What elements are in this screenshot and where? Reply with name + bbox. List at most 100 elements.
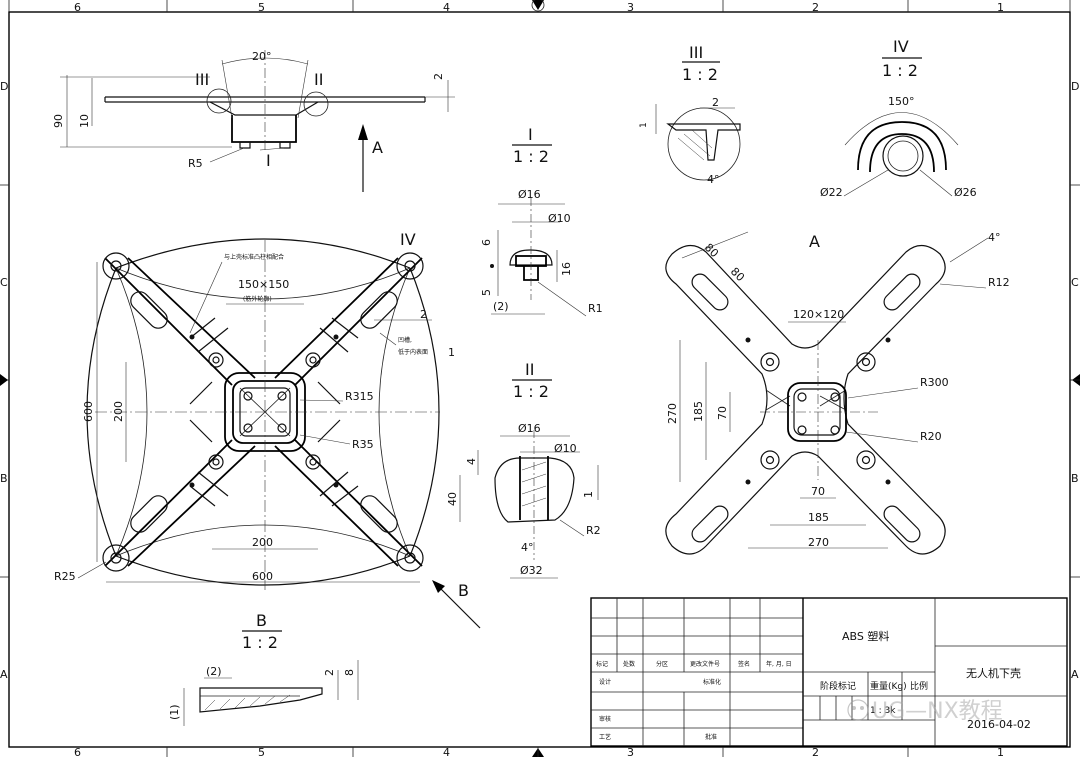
section-b-scale: 1 : 2	[242, 633, 278, 652]
view-a-d270v: 270	[666, 403, 679, 424]
groove-label-2: 低于内表面	[398, 348, 428, 356]
zone-letter: B	[1071, 472, 1079, 485]
detail-callout-iii: III	[195, 70, 209, 89]
detail-i-d10: Ø10	[548, 212, 571, 225]
dim-600-horizontal: 600	[252, 570, 273, 583]
detail-iii-d2: 2	[712, 96, 719, 109]
section-b: B 1 : 2 (2) 2 8 (1)	[168, 611, 359, 726]
detail-ii-scale: 1 : 2	[513, 382, 549, 401]
zone-number: 2	[812, 746, 819, 757]
detail-ii: II 1 : 2 Ø16 Ø10 4 40 1 R2 4° Ø32	[446, 360, 601, 579]
section-b-d8: 8	[343, 669, 356, 676]
dim-200-horizontal: 200	[252, 536, 273, 549]
view-a-d185v: 185	[692, 401, 705, 422]
header-sign: 签名	[738, 660, 750, 668]
zone-number: 3	[627, 1, 634, 14]
zone-letter: D	[1071, 80, 1079, 93]
r35-label: R35	[352, 438, 374, 451]
zone-letter: C	[1071, 276, 1079, 289]
section-b-d2: 2	[323, 669, 336, 676]
view-a-r12: R12	[988, 276, 1010, 289]
title-block: ABS 塑料 无人机下壳 2016-04-02 标记 处数 分区 更改文件号 签…	[590, 597, 1068, 747]
row-check: 审核	[599, 715, 611, 723]
detail-i-d16: Ø16	[518, 188, 541, 201]
note-boss-mating: 与上壳标准凸柱相配合	[224, 253, 284, 261]
detail-iv-d26: Ø26	[954, 186, 977, 199]
view-a-angle: 4°	[988, 231, 1001, 244]
detail-callout-iv: IV	[400, 230, 416, 249]
section-b-d2top: (2)	[206, 665, 222, 678]
detail-i-d5: 5	[480, 289, 493, 296]
view-a-d70h: 70	[811, 485, 825, 498]
detail-iii: III 1 : 2 2 1 4°	[639, 43, 741, 186]
detail-ii-d16: Ø16	[518, 422, 541, 435]
zone-number: 1	[997, 746, 1004, 757]
zone-number: 1	[997, 1, 1004, 14]
zone-number: 5	[258, 746, 265, 757]
dim-200-vertical: 200	[112, 401, 125, 422]
detail-iii-d1: 1	[639, 122, 649, 128]
detail-ii-d1: 1	[582, 491, 595, 498]
detail-ii-r2: R2	[586, 524, 601, 537]
dim-600-vertical: 600	[82, 401, 95, 422]
detail-iii-angle: 4°	[707, 173, 720, 186]
detail-iv-angle: 150°	[888, 95, 915, 108]
top-view: 600 200 600 200 150×150 (筋外轮廓) 与上壳标准凸柱相配…	[54, 230, 481, 629]
detail-ii-d4: 4	[465, 458, 478, 465]
detail-i-d2: (2)	[493, 300, 509, 313]
zone-number: 6	[74, 1, 81, 14]
header-doc: 更改文件号	[690, 660, 720, 668]
detail-iii-scale: 1 : 2	[682, 65, 718, 84]
zone-number: 3	[627, 746, 634, 757]
detail-callout-ii: II	[314, 70, 323, 89]
view-a-d70v: 70	[716, 406, 729, 420]
detail-callout-i: I	[266, 151, 271, 170]
header-zone: 分区	[656, 660, 668, 668]
dim-2-top: 2	[420, 308, 427, 321]
detail-ii-title: II	[525, 360, 534, 379]
material-label: ABS 塑料	[842, 629, 889, 643]
view-a: A 120×120	[665, 231, 1010, 555]
view-b-arrow-label: B	[458, 581, 469, 600]
detail-iv: IV 1 : 2 150° Ø22 Ø26	[820, 37, 977, 199]
r5-label: R5	[188, 157, 203, 170]
dim-90: 90	[52, 114, 65, 128]
part-name: 无人机下壳	[966, 666, 1021, 680]
zone-number: 2	[812, 1, 819, 14]
row-process: 工艺	[599, 733, 611, 741]
zone-letter: A	[0, 668, 8, 681]
side-view: 20° III II I 90 10 2 R5 A	[52, 50, 455, 192]
detail-ii-d32: Ø32	[520, 564, 543, 577]
weight-value: 1 : 3k	[870, 706, 896, 716]
header-count: 处数	[623, 660, 635, 668]
view-a-box: 120×120	[793, 308, 844, 321]
zone-letter: C	[0, 276, 8, 289]
detail-i-d6: 6	[480, 239, 493, 246]
view-a-title: A	[809, 232, 820, 251]
detail-i-scale: 1 : 2	[513, 147, 549, 166]
detail-iv-scale: 1 : 2	[882, 61, 918, 80]
header-mark: 标记	[596, 660, 608, 668]
detail-ii-angle: 4°	[521, 541, 534, 554]
detail-ii-d10: Ø10	[554, 442, 577, 455]
weight-label: 重量(Kg)	[870, 680, 907, 692]
detail-i-d16v: 16	[560, 262, 573, 276]
view-a-d270h: 270	[808, 536, 829, 549]
zone-number: 4	[443, 1, 450, 14]
zone-letter: B	[0, 472, 8, 485]
box-note: (筋外轮廓)	[243, 295, 272, 303]
r315-label: R315	[345, 390, 374, 403]
drawing-date: 2016-04-02	[967, 718, 1031, 731]
view-a-d185h: 185	[808, 511, 829, 524]
detail-i-title: I	[528, 125, 533, 144]
box-dimension: 150×150	[238, 278, 289, 291]
zone-letter: D	[0, 80, 8, 93]
groove-label: 凹槽,	[398, 336, 412, 344]
section-b-title: B	[256, 611, 267, 630]
angle-label: 20°	[252, 50, 272, 63]
view-a-r300: R300	[920, 376, 949, 389]
